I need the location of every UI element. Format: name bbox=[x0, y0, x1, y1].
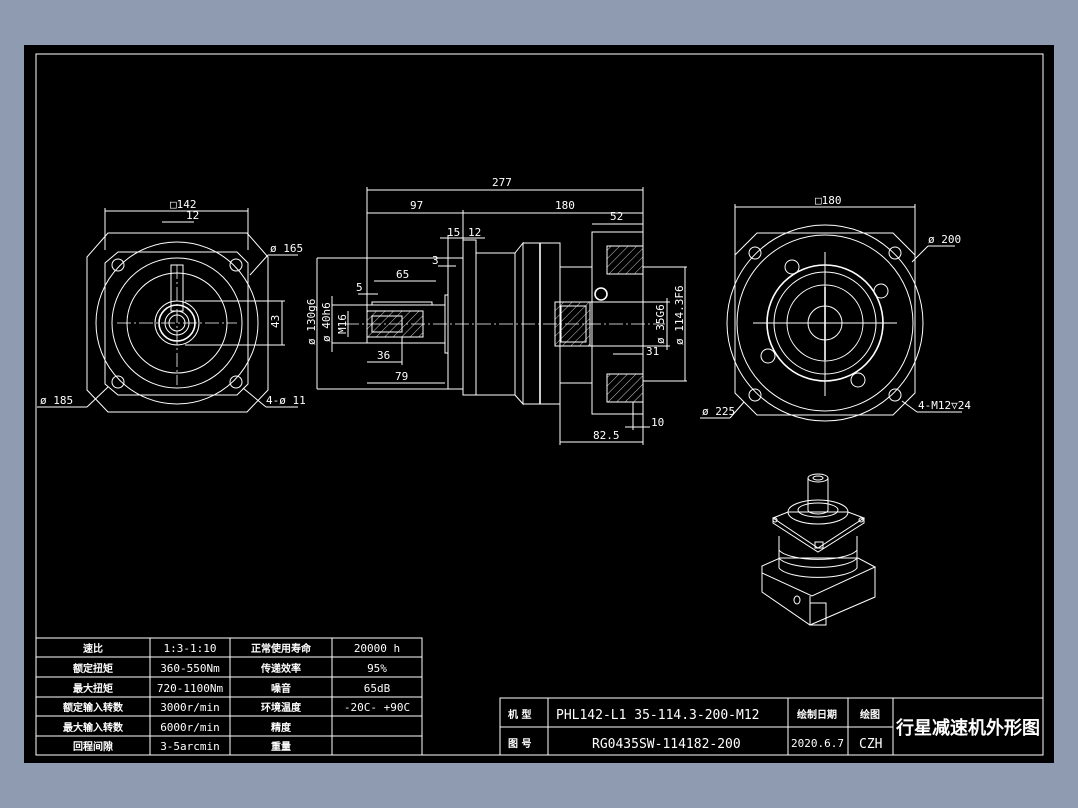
dim-12: 12 bbox=[468, 226, 481, 239]
thread-dim: M16 bbox=[336, 314, 349, 334]
drawing-no-label: 图 号 bbox=[508, 738, 531, 750]
spec-value: 6000r/min bbox=[160, 721, 220, 734]
spec-row: 额定扭矩 360-550Nm 传递效率 95% bbox=[73, 662, 387, 675]
spec-value: 1:3-1:10 bbox=[164, 642, 217, 655]
drawing-title: 行星减速机外形图 bbox=[895, 717, 1040, 739]
isometric-view bbox=[761, 473, 877, 626]
side-view: 277 97 180 52 15 12 3 65 5 ø 130g6 ø 40h… bbox=[305, 176, 687, 445]
front-holes-dim: 4-ø 11 bbox=[266, 394, 306, 407]
spec-row: 额定输入转数 3000r/min 环境温度 -20C- +90C bbox=[63, 701, 410, 714]
dim-79: 79 bbox=[395, 370, 408, 383]
front-key-height-dim: 43 bbox=[269, 315, 282, 328]
spec-value: -20C- +90C bbox=[344, 701, 410, 714]
front-outer-dim: ø 185 bbox=[40, 394, 73, 407]
date-value: 2020.6.7 bbox=[791, 737, 844, 750]
spec-label: 正常使用寿命 bbox=[251, 642, 312, 655]
drawer-value: CZH bbox=[859, 737, 882, 752]
spec-row: 速比 1:3-1:10 正常使用寿命 20000 h bbox=[83, 642, 400, 655]
model-value: PHL142-L1 35-114.3-200-M12 bbox=[556, 708, 760, 723]
drawing-no-value: RG0435SW-114182-200 bbox=[592, 737, 741, 752]
spec-label: 环境温度 bbox=[261, 701, 302, 714]
spec-label: 重量 bbox=[271, 740, 291, 753]
rear-square-dim: □180 bbox=[815, 194, 842, 207]
rear-view: □180 ø 200 ø 225 4-M12▽24 bbox=[700, 194, 971, 422]
spec-label: 额定扭矩 bbox=[73, 662, 113, 675]
dim-10: 10 bbox=[651, 416, 664, 429]
spec-label: 最大输入转数 bbox=[63, 721, 124, 734]
spec-row: 最大输入转数 6000r/min 精度 bbox=[63, 721, 292, 734]
spec-value: 720-1100Nm bbox=[157, 682, 224, 695]
spec-value: 3-5arcmin bbox=[160, 740, 220, 753]
front-key-width-dim: 12 bbox=[186, 209, 199, 222]
spec-label: 传递效率 bbox=[260, 662, 301, 675]
spec-value: 3000r/min bbox=[160, 701, 220, 714]
front-pcd-dim: ø 165 bbox=[270, 242, 303, 255]
model-label: 机 型 bbox=[508, 708, 531, 721]
title-block: 机 型 PHL142-L1 35-114.3-200-M12 图 号 RG043… bbox=[499, 697, 1044, 756]
spec-row: 回程间隙 3-5arcmin 重量 bbox=[73, 740, 291, 753]
spec-label: 额定输入转数 bbox=[63, 701, 124, 714]
bore-dim: ø 35G6 bbox=[654, 304, 667, 344]
dim-5: 5 bbox=[356, 281, 363, 294]
front-view: □142 12 ø 165 ø 185 4-ø 11 43 bbox=[37, 198, 306, 413]
input-length-dim: 97 bbox=[410, 199, 423, 212]
front-square-dim: □142 bbox=[170, 198, 197, 211]
spec-row: 最大扭矩 720-1100Nm 噪音 65dB bbox=[73, 682, 391, 695]
spec-label: 回程间隙 bbox=[73, 740, 113, 753]
spec-label: 精度 bbox=[271, 721, 292, 734]
spec-label: 噪音 bbox=[271, 682, 291, 695]
dim-15: 15 bbox=[447, 226, 460, 239]
spec-value: 20000 h bbox=[354, 642, 400, 655]
shaft-dia-dim: ø 40h6 bbox=[320, 302, 333, 342]
flange-length-dim: 52 bbox=[610, 210, 623, 223]
dim-65: 65 bbox=[396, 268, 409, 281]
rear-outer-dim: ø 225 bbox=[702, 405, 735, 418]
spec-value: 95% bbox=[367, 662, 387, 675]
drawer-label: 绘图 bbox=[860, 708, 880, 721]
total-length-dim: 277 bbox=[492, 176, 512, 189]
spec-label: 最大扭矩 bbox=[73, 682, 113, 695]
spigot-dim: ø 114.3F6 bbox=[673, 285, 686, 345]
dim-31: 31 bbox=[646, 345, 659, 358]
rear-pcd-dim: ø 200 bbox=[928, 233, 961, 246]
dim-36: 36 bbox=[377, 349, 390, 362]
dim-3: 3 bbox=[432, 254, 439, 267]
dim-82-5: 82.5 bbox=[593, 429, 620, 442]
rear-holes-dim: 4-M12▽24 bbox=[918, 399, 971, 412]
spec-label: 速比 bbox=[83, 642, 103, 655]
date-label: 绘制日期 bbox=[797, 708, 837, 721]
spec-table: 速比 1:3-1:10 正常使用寿命 20000 h 额定扭矩 360-550Nm 传递效… bbox=[35, 637, 423, 756]
spec-value: 65dB bbox=[364, 682, 391, 695]
body-length-dim: 180 bbox=[555, 199, 575, 212]
pilot-dim: ø 130g6 bbox=[305, 299, 318, 345]
spec-value: 360-550Nm bbox=[160, 662, 220, 675]
